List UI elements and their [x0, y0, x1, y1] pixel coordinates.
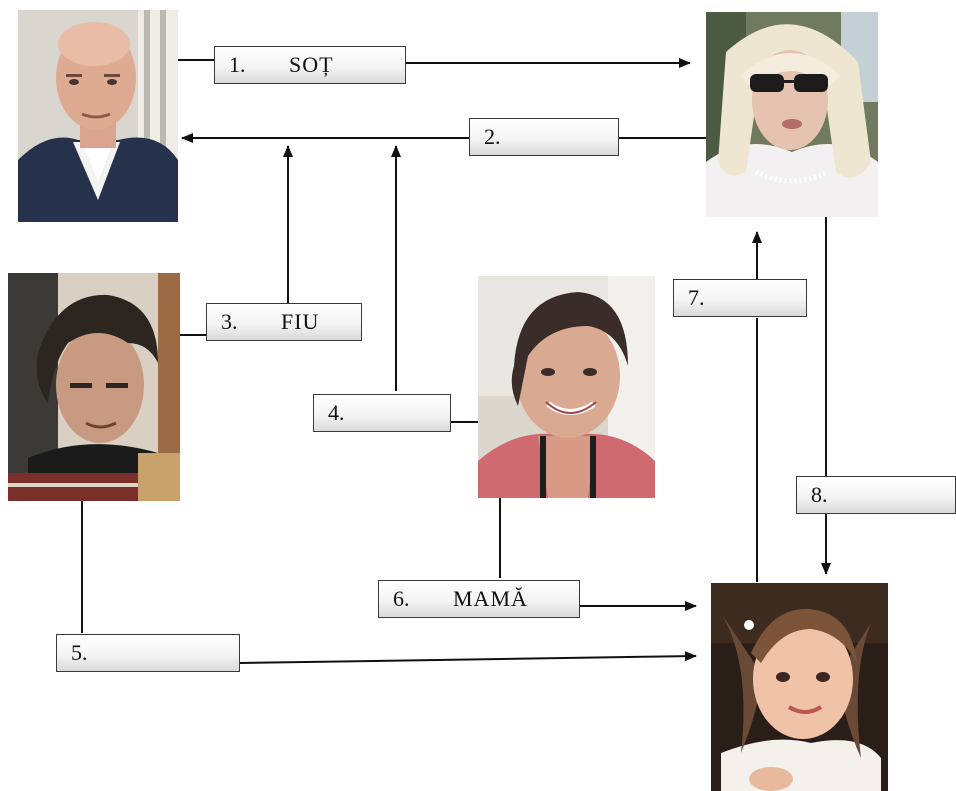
- relation-box-8[interactable]: 8.: [796, 476, 956, 514]
- relation-number: 8.: [811, 482, 828, 507]
- relation-box-1: 1. SOȚ: [214, 46, 406, 84]
- photo-daughter-in-law: [478, 276, 655, 498]
- relation-number: 6.: [393, 586, 410, 611]
- relation-number: 4.: [328, 400, 345, 425]
- photo-granddaughter: [711, 583, 888, 791]
- relation-box-3: 3. FIU: [206, 303, 362, 341]
- photo-son: [8, 273, 180, 501]
- arrow-5: [239, 651, 697, 664]
- relation-box-2[interactable]: 2.: [469, 118, 619, 156]
- relation-number: 5.: [71, 640, 88, 665]
- photo-husband: [18, 10, 178, 222]
- relation-box-4[interactable]: 4.: [313, 394, 451, 432]
- relation-box-6: 6. MAMĂ: [378, 580, 580, 618]
- photo-wife: [706, 12, 878, 217]
- relation-text: MAMĂ: [453, 586, 528, 611]
- relation-number: 3.: [221, 309, 238, 334]
- relation-text: SOȚ: [289, 52, 334, 77]
- relation-number: 7.: [688, 285, 705, 310]
- relation-text: FIU: [281, 309, 320, 334]
- relation-number: 1.: [229, 52, 246, 77]
- relation-box-5[interactable]: 5.: [56, 634, 240, 672]
- relation-box-7[interactable]: 7.: [673, 279, 807, 317]
- relation-number: 2.: [484, 124, 501, 149]
